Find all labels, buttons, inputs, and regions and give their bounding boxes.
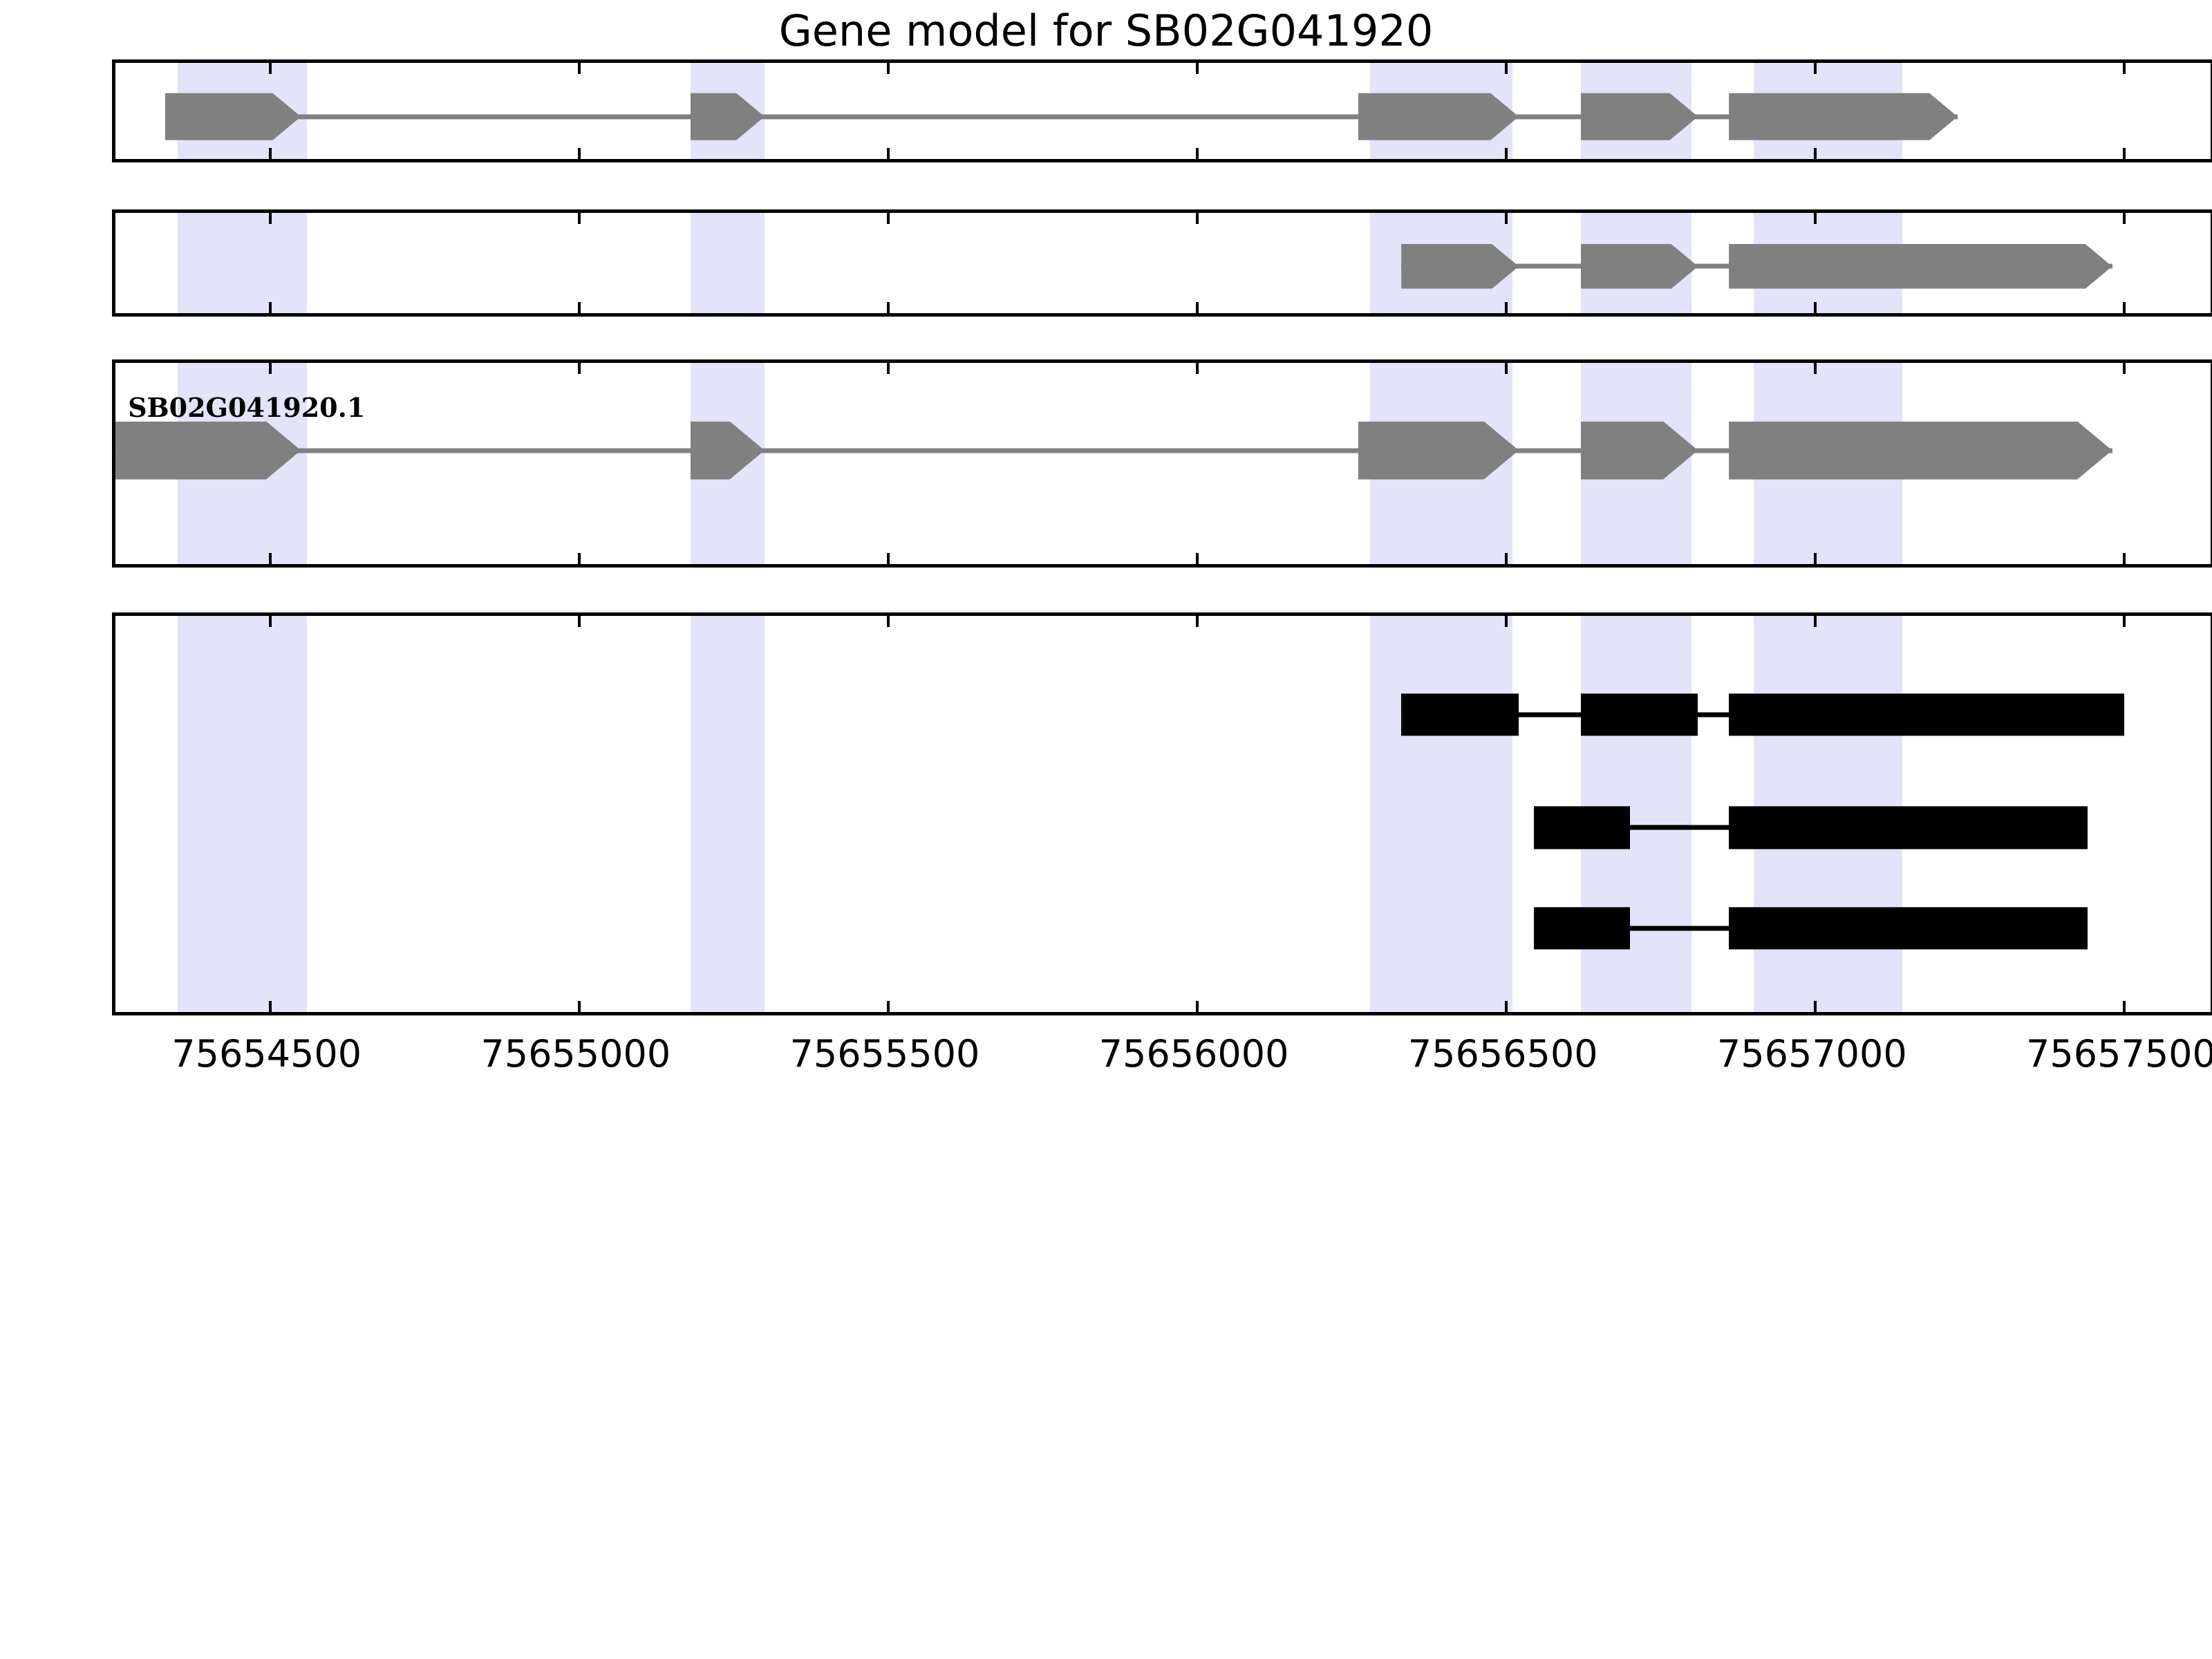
axis-tick-bottom-5	[1814, 552, 1817, 564]
highlight-band-2	[690, 213, 765, 313]
axis-tick-top-2	[886, 213, 890, 225]
x-tick-label-5: 75657000	[1716, 1032, 1907, 1076]
x-tick-label-1: 75655000	[480, 1032, 671, 1076]
axis-tick-top-6	[2123, 363, 2126, 375]
axis-tick-bottom-4	[1505, 148, 1508, 160]
axis-tick-top-3	[1196, 363, 1199, 375]
axis-tick-top-1	[577, 213, 581, 225]
axis-tick-top-5	[1814, 616, 1817, 628]
read-block[interactable]	[1401, 693, 1519, 736]
axis-tick-bottom-3	[1196, 301, 1199, 313]
axis-tick-bottom-0	[268, 148, 272, 160]
axis-tick-top-5	[1814, 363, 1817, 375]
read-block[interactable]	[1729, 907, 2088, 950]
read-block[interactable]	[1580, 693, 1698, 736]
axis-tick-top-0	[268, 63, 272, 75]
pacbio-model-panel[interactable]	[112, 209, 2212, 317]
highlight-band-2	[690, 616, 765, 1013]
axis-tick-bottom-6	[2123, 148, 2126, 160]
axis-tick-bottom-0	[268, 552, 272, 564]
axis-tick-top-0	[268, 363, 272, 375]
read-block[interactable]	[1729, 693, 2125, 736]
read-block[interactable]	[1534, 907, 1631, 950]
x-tick-label-4: 75656500	[1407, 1032, 1598, 1076]
axis-tick-top-4	[1505, 363, 1508, 375]
axis-tick-bottom-2	[886, 148, 890, 160]
axis-tick-bottom-3	[1196, 552, 1199, 564]
axis-tick-top-6	[2123, 616, 2126, 628]
axis-tick-bottom-5	[1814, 301, 1817, 313]
axis-tick-top-6	[2123, 213, 2126, 225]
axis-tick-bottom-1	[577, 301, 581, 313]
isoform-label: SB02G041920.1	[128, 392, 366, 424]
axis-tick-bottom-2	[886, 1001, 890, 1013]
axis-tick-top-4	[1505, 63, 1508, 75]
axis-tick-bottom-4	[1505, 1001, 1508, 1013]
axis-tick-top-4	[1505, 616, 1508, 628]
axis-tick-top-3	[1196, 213, 1199, 225]
axis-tick-top-1	[577, 616, 581, 628]
axis-tick-bottom-2	[886, 301, 890, 313]
axis-tick-top-2	[886, 63, 890, 75]
axis-tick-bottom-6	[2123, 301, 2126, 313]
axis-tick-bottom-1	[577, 552, 581, 564]
exon-block[interactable]	[1580, 93, 1698, 141]
axis-tick-top-1	[577, 63, 581, 75]
axis-tick-bottom-0	[268, 1001, 272, 1013]
intron-line	[165, 114, 1958, 120]
axis-tick-bottom-2	[886, 552, 890, 564]
axis-tick-bottom-4	[1505, 301, 1508, 313]
highlight-band-1	[177, 616, 308, 1013]
highlight-band-1	[177, 213, 308, 313]
exon-block[interactable]	[1358, 421, 1519, 480]
axis-tick-bottom-5	[1814, 1001, 1817, 1013]
gene-model-panel[interactable]	[112, 59, 2212, 163]
axis-tick-top-0	[268, 616, 272, 628]
axis-tick-bottom-6	[2123, 552, 2126, 564]
axis-tick-top-2	[886, 363, 890, 375]
axis-tick-bottom-4	[1505, 552, 1508, 564]
axis-tick-bottom-5	[1814, 148, 1817, 160]
exon-block[interactable]	[1729, 421, 2112, 480]
axis-tick-top-1	[577, 363, 581, 375]
axis-tick-top-5	[1814, 213, 1817, 225]
x-tick-label-3: 75656000	[1098, 1032, 1289, 1076]
intron-line	[115, 448, 2112, 453]
axis-tick-top-5	[1814, 63, 1817, 75]
exon-block[interactable]	[1358, 93, 1519, 141]
read-block[interactable]	[1534, 806, 1631, 849]
x-tick-label-6: 75657500	[2026, 1032, 2212, 1076]
axis-tick-top-3	[1196, 63, 1199, 75]
exon-block[interactable]	[165, 93, 301, 141]
axis-tick-bottom-6	[2123, 1001, 2126, 1013]
page-title: Gene model for SB02G041920	[778, 6, 1434, 56]
x-tick-label-2: 75655500	[789, 1032, 980, 1076]
exon-block[interactable]	[1401, 243, 1519, 289]
axis-tick-bottom-1	[577, 1001, 581, 1013]
x-tick-label-0: 75654500	[171, 1032, 362, 1076]
axis-tick-top-0	[268, 213, 272, 225]
exon-block[interactable]	[115, 421, 301, 480]
axis-tick-top-6	[2123, 63, 2126, 75]
exon-block[interactable]	[1729, 93, 1958, 141]
axis-tick-bottom-0	[268, 301, 272, 313]
exon-block[interactable]	[1729, 243, 2112, 289]
highlight-band-3	[1370, 616, 1513, 1013]
axis-tick-bottom-3	[1196, 148, 1199, 160]
isoforms-panel[interactable]: SB02G041920.1	[112, 359, 2212, 568]
axis-tick-bottom-3	[1196, 1001, 1199, 1013]
reads-panel[interactable]	[112, 612, 2212, 1016]
axis-tick-top-2	[886, 616, 890, 628]
axis-tick-top-3	[1196, 616, 1199, 628]
read-block[interactable]	[1729, 806, 2088, 849]
axis-tick-bottom-1	[577, 148, 581, 160]
axis-tick-top-4	[1505, 213, 1508, 225]
exon-block[interactable]	[1580, 243, 1698, 289]
